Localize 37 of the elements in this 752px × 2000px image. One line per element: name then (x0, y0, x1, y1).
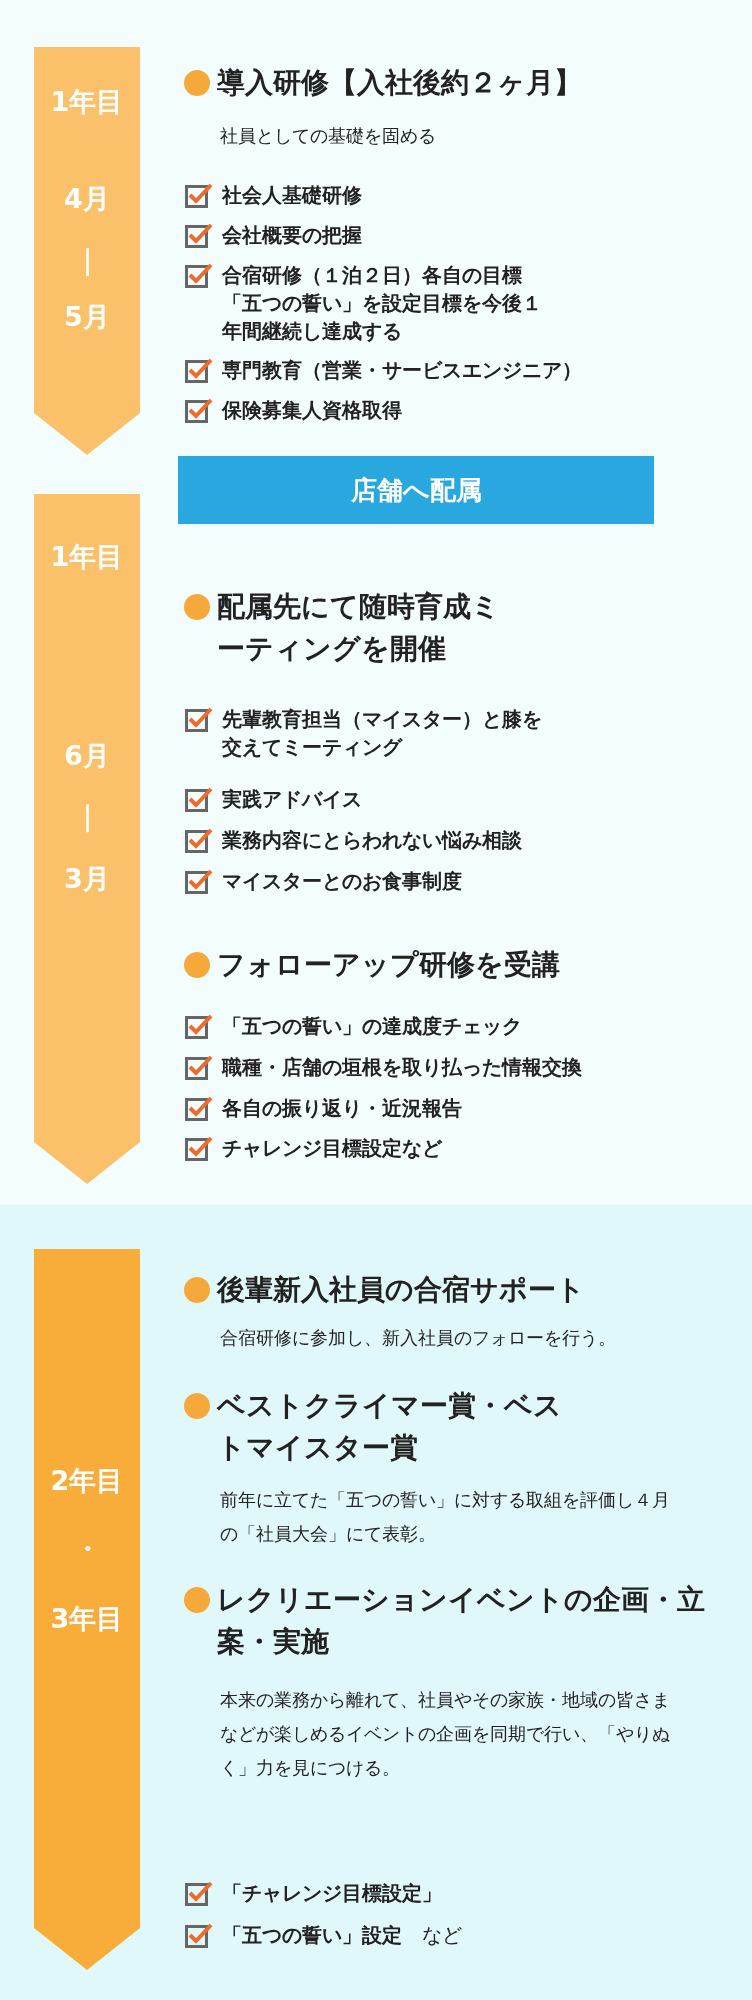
section-heading: ベストクライマー賞・ベストマイスター賞 (217, 1388, 563, 1466)
checklist-item: 専門教育（営業・サービスエンジニア） (222, 357, 583, 384)
checklist-item: 保険募集人資格取得 (222, 397, 403, 424)
checklist-item: チャレンジ目標設定など (222, 1135, 443, 1162)
section-heading: レクリエーションイベントの企画・立案・実施 (217, 1582, 706, 1660)
section-heading: フォローアップ研修を受講 (217, 947, 561, 983)
checklist-item: 「五つの誓い」設定 など (222, 1922, 463, 1949)
period-label: 6月 (63, 739, 111, 773)
period-label: 5月 (63, 300, 111, 334)
period-label: 4月 (63, 182, 111, 216)
checklist-item: 業務内容にとらわれない悩み相談 (222, 827, 523, 854)
checklist-item: 実践アドバイス (222, 786, 363, 813)
checklist-item: 会社概要の把握 (222, 222, 363, 249)
section-heading: 後輩新入社員の合宿サポート (217, 1272, 586, 1308)
description-text: 前年に立てた「五つの誓い」に対する取組を評価し４月の「社員大会」にて表彰。 (220, 1488, 671, 1546)
separator-mark: ｜ (73, 243, 101, 277)
description-text: 合宿研修に参加し、新入社員のフォローを行う。 (220, 1326, 617, 1350)
checklist-item: 合宿研修（１泊２日）各自の目標「五つの誓い」を設定目標を今後１年間継続し達成する (222, 262, 543, 345)
checklist-item: 「五つの誓い」の達成度チェック (222, 1013, 523, 1040)
period-label: 1年目 (49, 540, 125, 574)
checklist-item: 職種・店舗の垣根を取り払った情報交換 (222, 1054, 583, 1081)
period-label: 2年目 (49, 1464, 125, 1498)
checklist-item: 先輩教育担当（マイスター）と膝を交えてミーティング (222, 706, 543, 761)
description-text: 本来の業務から離れて、社員やその家族・地域の皆さまなどが楽しめるイベントの企画を同期で行い、「やりぬく」力を見につける。 (220, 1688, 671, 1780)
period-label: 3年目 (49, 1602, 125, 1636)
checklist-item: 各自の振り返り・近況報告 (222, 1095, 463, 1122)
description-text: 社員としての基礎を固める (220, 124, 437, 148)
checklist-item: 社会人基礎研修 (222, 182, 363, 209)
period-label: 1年目 (49, 85, 125, 119)
separator-mark: ・ (72, 1532, 102, 1566)
assignment-banner: 店舗へ配属 (178, 456, 654, 524)
period-label: 3月 (63, 862, 111, 896)
checklist-item: 「チャレンジ目標設定」 (222, 1880, 443, 1907)
section-heading: 配属先にて随時育成ミーティングを開催 (217, 589, 501, 667)
separator-mark: ｜ (73, 799, 101, 833)
section-heading: 導入研修【入社後約２ヶ月】 (217, 65, 583, 101)
checklist-item: マイスターとのお食事制度 (222, 868, 463, 895)
